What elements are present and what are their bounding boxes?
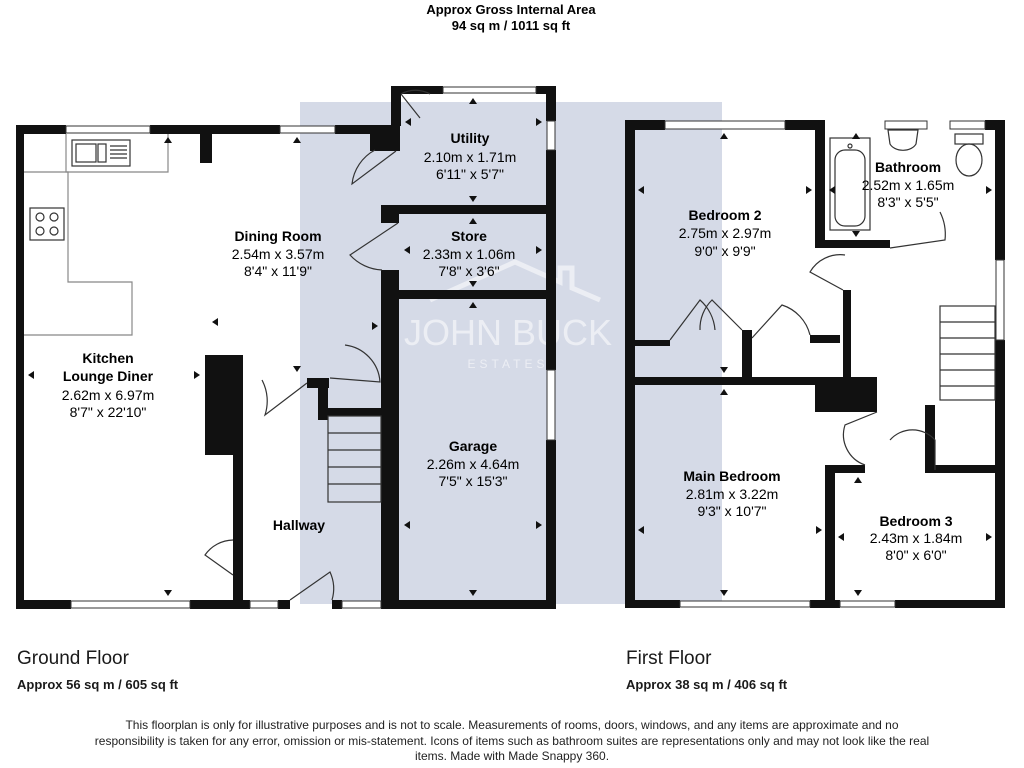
room-imperial: 8'7" x 22'10" — [70, 404, 147, 420]
room-metric: 2.43m x 1.84m — [870, 530, 963, 546]
sink-icon — [71, 139, 131, 167]
watermark-name: JOHN BUCK — [404, 312, 612, 353]
disclaimer-text: This floorplan is only for illustrative … — [94, 718, 930, 763]
dimension-arrows — [28, 98, 992, 596]
ground-floor-walls — [16, 86, 556, 609]
room-name: Main Bedroom — [683, 468, 780, 484]
room-imperial: 6'11" x 5'7" — [436, 166, 504, 182]
ground-floor-doors — [204, 89, 431, 601]
room-store: Store 2.33m x 1.06m 7'8" x 3'6" — [423, 228, 516, 279]
room-name: Bedroom 3 — [879, 513, 952, 529]
room-kitchen-lounge-diner: Kitchen Lounge Diner 2.62m x 6.97m 8'7" … — [62, 350, 155, 420]
room-metric: 2.33m x 1.06m — [423, 246, 516, 262]
room-dining-room: Dining Room 2.54m x 3.57m 8'4" x 11'9" — [232, 228, 325, 279]
first-floor-area: Approx 38 sq m / 406 sq ft — [626, 677, 788, 692]
room-utility: Utility 2.10m x 1.71m 6'11" x 5'7" — [424, 130, 517, 182]
ground-floor-title: Ground Floor — [17, 648, 129, 669]
gross-area-total: 94 sq m / 1011 sq ft — [452, 18, 571, 33]
first-floor-stairs — [939, 305, 996, 401]
toilet-icon — [954, 133, 984, 177]
room-hallway: Hallway — [273, 517, 325, 533]
watermark-logo: JOHN BUCK ESTATES — [404, 259, 612, 371]
room-metric: 2.81m x 3.22m — [686, 486, 779, 502]
watermark-sub: ESTATES — [468, 357, 549, 371]
room-name: Garage — [449, 438, 497, 454]
room-metric: 2.75m x 2.97m — [679, 225, 772, 241]
ground-floor-area: Approx 56 sq m / 605 sq ft — [17, 677, 179, 692]
gross-area-title: Approx Gross Internal Area — [426, 2, 596, 17]
first-floor-walls — [625, 120, 1005, 608]
room-imperial: 9'3" x 10'7" — [698, 503, 767, 519]
first-floor-title: First Floor — [626, 648, 712, 669]
room-name: Bathroom — [875, 159, 941, 175]
basin-icon — [887, 129, 919, 151]
room-name: Utility — [451, 130, 490, 146]
room-bedroom-3: Bedroom 3 2.43m x 1.84m 8'0" x 6'0" — [870, 513, 963, 563]
kitchen-counter — [24, 134, 169, 336]
room-name: Hallway — [273, 517, 325, 533]
room-imperial: 7'5" x 15'3" — [439, 473, 508, 489]
room-name: Bedroom 2 — [688, 207, 761, 223]
room-imperial: 7'8" x 3'6" — [438, 263, 499, 279]
room-metric: 2.10m x 1.71m — [424, 149, 517, 165]
hob-icon — [29, 207, 65, 241]
room-bedroom-2: Bedroom 2 2.75m x 2.97m 9'0" x 9'9" — [679, 207, 772, 259]
room-garage: Garage 2.26m x 4.64m 7'5" x 15'3" — [427, 438, 520, 489]
room-name-line2: Lounge Diner — [63, 368, 154, 384]
room-metric: 2.54m x 3.57m — [232, 246, 325, 262]
room-metric: 2.62m x 6.97m — [62, 387, 155, 403]
room-name: Dining Room — [234, 228, 321, 244]
room-name: Store — [451, 228, 487, 244]
room-name: Kitchen — [82, 350, 133, 366]
room-metric: 2.52m x 1.65m — [862, 177, 955, 193]
room-imperial: 9'0" x 9'9" — [694, 243, 755, 259]
room-imperial: 8'4" x 11'9" — [244, 263, 312, 279]
room-bathroom: Bathroom 2.52m x 1.65m 8'3" x 5'5" — [862, 159, 955, 210]
ground-floor-windows — [65, 86, 556, 609]
watermark-panel — [300, 102, 722, 604]
first-floor-doors — [669, 211, 946, 470]
room-imperial: 8'3" x 5'5" — [877, 194, 938, 210]
room-main-bedroom: Main Bedroom 2.81m x 3.22m 9'3" x 10'7" — [683, 468, 780, 519]
room-imperial: 8'0" x 6'0" — [885, 547, 946, 563]
room-metric: 2.26m x 4.64m — [427, 456, 520, 472]
first-floor-windows — [664, 120, 1005, 608]
ground-floor-stairs — [327, 415, 382, 503]
